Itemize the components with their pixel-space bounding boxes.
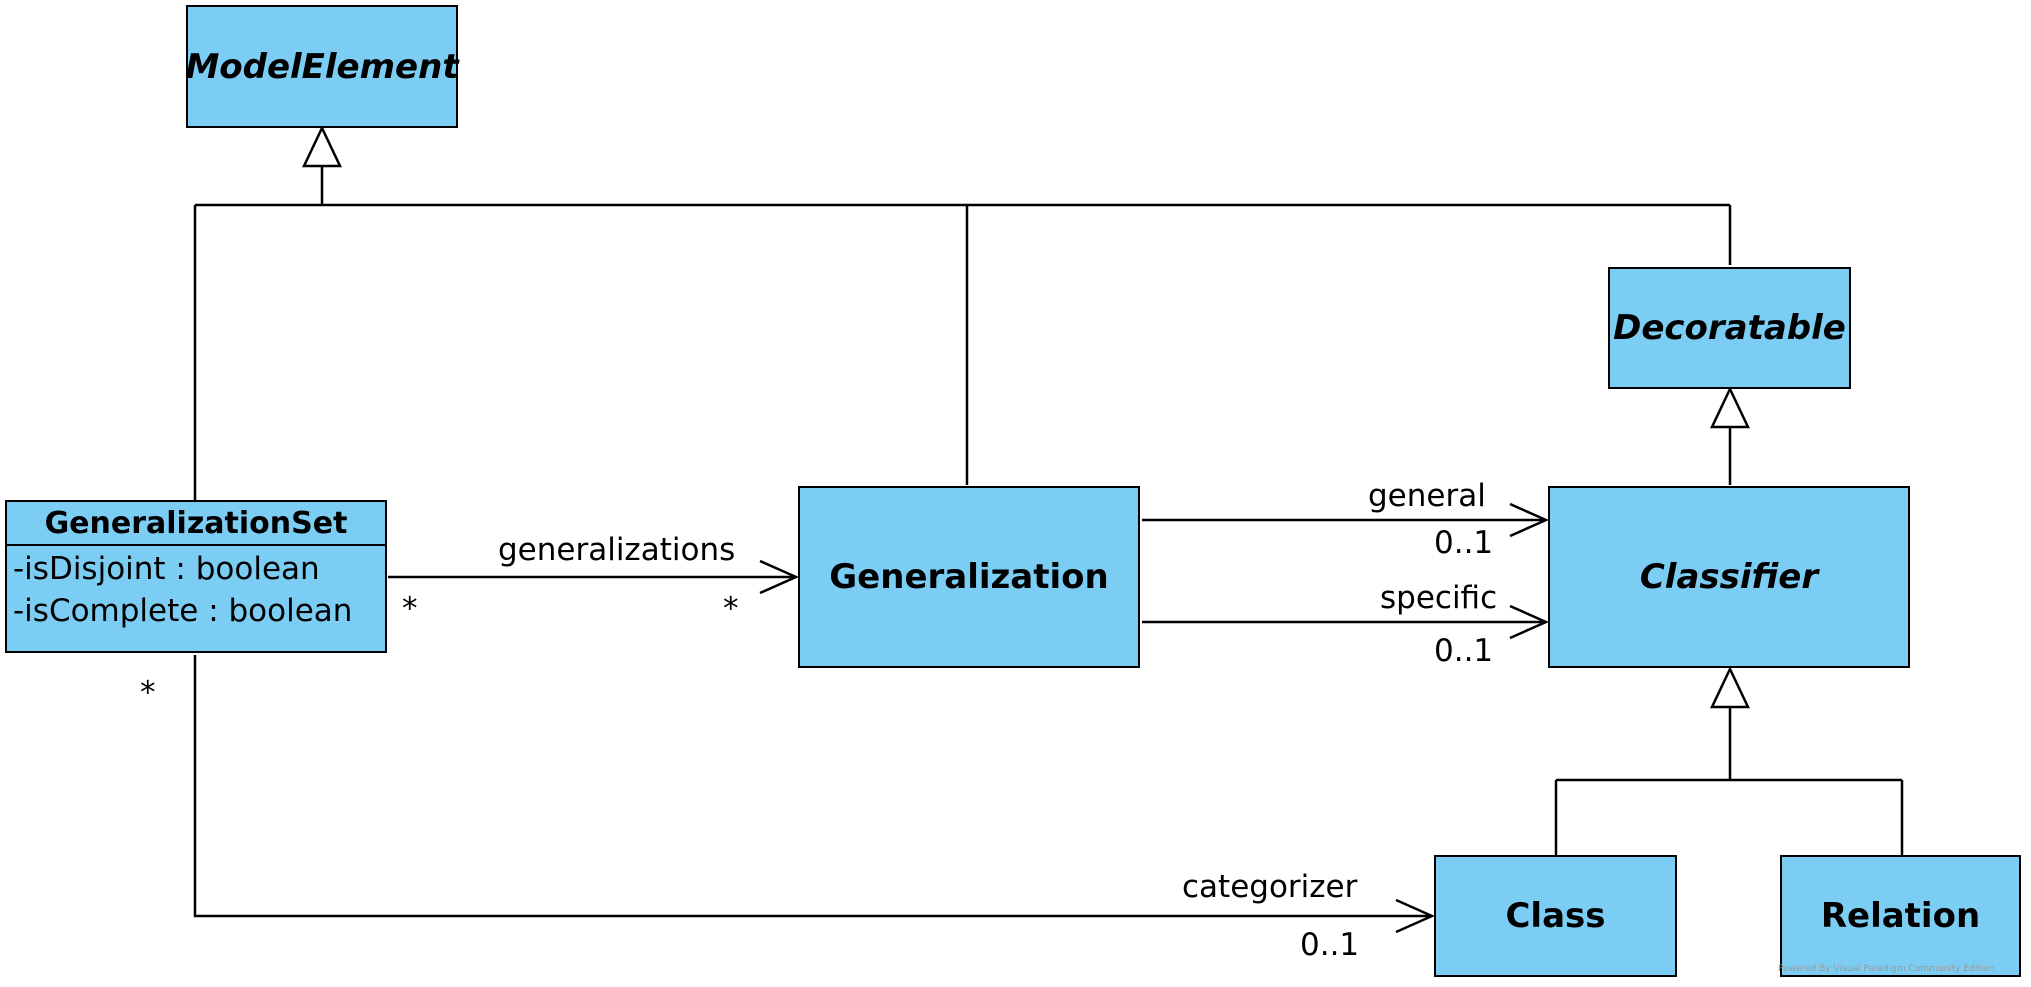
role-general: general (1368, 478, 1486, 514)
role-categorizer: categorizer (1182, 869, 1358, 905)
gen-triangle-decoratable (1710, 386, 1750, 429)
mult-specific: 0..1 (1434, 633, 1494, 669)
class-decoratable[interactable]: Decoratable (1608, 267, 1851, 389)
role-specific: specific (1380, 580, 1498, 616)
mult-general: 0..1 (1434, 525, 1494, 561)
assoc-line-categorizer (193, 655, 1432, 918)
attribute-isdisjoint: -isDisjoint : boolean (13, 551, 320, 587)
mult-generalizations-target: * (723, 591, 739, 627)
gen-triangle-classifier (1710, 666, 1750, 709)
watermark: Powered By Visual Paradigm Community Edi… (1778, 964, 1995, 974)
class-name: GeneralizationSet (7, 502, 385, 546)
assoc-arrow-general (1509, 502, 1550, 538)
mult-generalizations-source: * (402, 591, 418, 627)
gen-triangle-modelelement (302, 125, 342, 168)
mult-categorizer-source: * (140, 675, 156, 711)
class-modelelement[interactable]: ModelElement (185, 5, 459, 128)
class-name: Class (1505, 896, 1606, 936)
class-relation[interactable]: Relation (1780, 855, 2021, 977)
class-name: Generalization (829, 557, 1109, 597)
mult-categorizer-target: 0..1 (1300, 927, 1360, 963)
class-name: Classifier (1639, 557, 1819, 597)
class-name: Decoratable (1613, 308, 1846, 348)
class-name: ModelElement (185, 46, 459, 87)
class-generalization[interactable]: Generalization (798, 486, 1140, 668)
class-classifier[interactable]: Classifier (1548, 486, 1910, 668)
assoc-arrow-generalizations (759, 559, 800, 595)
class-generalizationset[interactable]: GeneralizationSet -isDisjoint : boolean … (5, 500, 387, 653)
class-class[interactable]: Class (1434, 855, 1677, 977)
attribute-iscomplete: -isComplete : boolean (13, 593, 353, 629)
role-generalizations: generalizations (498, 532, 736, 568)
assoc-arrow-specific (1509, 604, 1550, 640)
assoc-arrow-categorizer (1395, 898, 1436, 934)
class-name: Relation (1820, 896, 1981, 936)
